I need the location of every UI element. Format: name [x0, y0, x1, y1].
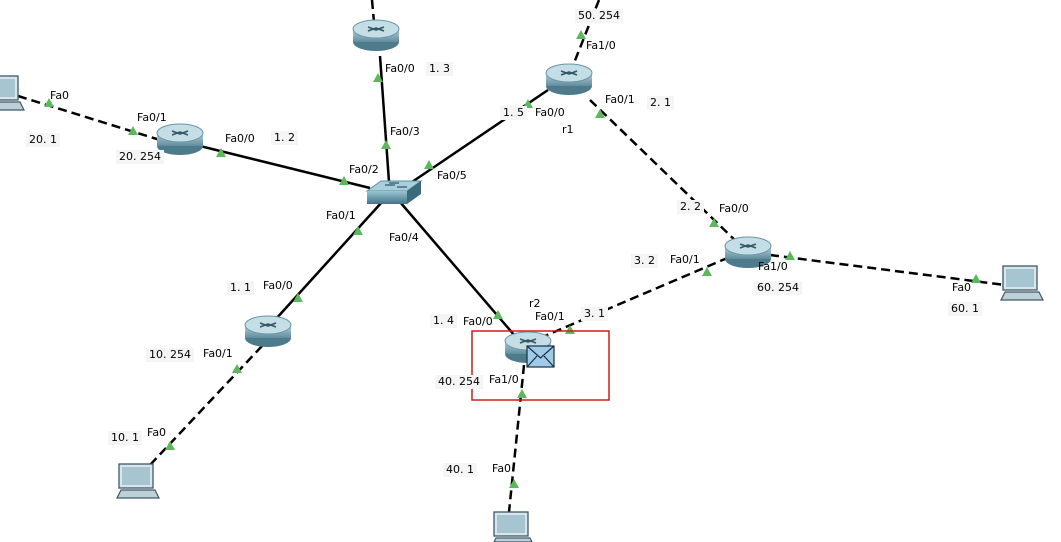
ip-label-right-router-fa10: 60. 254	[754, 281, 802, 295]
ip-label-pc-left: 20. 1	[26, 133, 60, 147]
link-up-indicator	[493, 310, 503, 319]
link-up-indicator	[424, 160, 434, 169]
ip-label-r1-fa10: 50. 254	[575, 9, 623, 23]
link-r2-pc-bottom[interactable]	[507, 364, 526, 513]
ip-label-bl-router-fa00: 1. 1	[227, 281, 254, 295]
link-up-indicator	[165, 441, 175, 450]
link-up-indicator	[523, 99, 533, 108]
ip-label-r1-fa00: 1. 5	[500, 106, 527, 120]
port-label-r1-fa00: Fa0/0	[535, 106, 565, 119]
link-up-indicator	[709, 218, 719, 227]
link-pc-left-router[interactable]	[17, 94, 161, 142]
ip-label-r2-fa01: 3. 1	[581, 307, 608, 321]
router-right[interactable]	[724, 236, 772, 268]
port-label-r1-fa10: Fa1/0	[586, 39, 616, 52]
port-label-right-router-fa00: Fa0/0	[719, 202, 749, 215]
link-r1-up[interactable]	[570, 0, 601, 69]
port-label-right-router-fa10: Fa1/0	[758, 260, 788, 273]
link-up-indicator	[576, 30, 586, 39]
pc-bottom-left[interactable]	[116, 463, 160, 499]
port-label-pc-bottom-fa0: Fa0	[492, 462, 512, 475]
link-up-indicator	[509, 479, 519, 488]
link-up-indicator	[293, 293, 303, 302]
link-up-indicator	[702, 267, 712, 276]
link-up-indicator	[353, 226, 363, 235]
router-top[interactable]	[352, 19, 400, 51]
pc-right[interactable]	[1000, 265, 1044, 301]
envelope-icon[interactable]	[526, 345, 555, 368]
port-label-bl-router-fa00: Fa0/0	[263, 279, 293, 292]
port-label-switch-fa05: Fa0/5	[437, 169, 467, 182]
pc-left[interactable]	[0, 75, 25, 111]
link-switch-bl-router[interactable]	[274, 201, 383, 321]
port-label-switch-fa02: Fa0/2	[349, 163, 379, 176]
port-label-pc-left-fa0: Fa0	[50, 89, 70, 102]
port-label-pc-right-fa0: Fa0	[952, 281, 972, 294]
link-up-indicator	[785, 251, 795, 260]
port-label-r2-fa00: Fa0/0	[463, 315, 493, 328]
router-left[interactable]	[156, 123, 204, 155]
pc-bottom[interactable]	[493, 511, 533, 542]
link-indicators	[44, 30, 981, 488]
link-up-indicator	[381, 140, 391, 149]
router-r2-name: r2	[529, 297, 541, 310]
port-label-switch-fa01: Fa0/1	[326, 209, 356, 222]
port-label-r2-fa10: Fa1/0	[489, 373, 519, 386]
port-label-r2-fa01: Fa0/1	[535, 310, 565, 323]
ip-label-right-router-fa01: 3. 2	[631, 254, 658, 268]
link-up-indicator	[128, 126, 138, 135]
link-switch-r2[interactable]	[399, 201, 516, 337]
port-label-top-router-fa00: Fa0/0	[385, 62, 415, 75]
port-label-switch-fa03: Fa0/3	[390, 125, 420, 138]
ip-label-pc-bottom: 40. 1	[443, 463, 477, 477]
ip-label-pc-bl: 10. 1	[108, 431, 142, 445]
link-right-router-pc[interactable]	[769, 253, 1006, 287]
router-bottom-left[interactable]	[244, 315, 292, 347]
ip-label-right-router-fa00: 2. 2	[677, 200, 704, 214]
ip-label-left-router-fa01: 20. 254	[116, 150, 164, 164]
link-up-indicator	[339, 176, 349, 185]
port-label-left-router-fa01: Fa0/1	[137, 111, 167, 124]
ip-label-r2-fa10: 40. 254	[435, 375, 483, 389]
port-label-switch-fa04: Fa0/4	[389, 231, 419, 244]
port-label-bl-router-fa01: Fa0/1	[203, 347, 233, 360]
port-label-left-router-fa00: Fa0/0	[225, 132, 255, 145]
link-r2-right-router[interactable]	[539, 254, 733, 340]
link-top-router-up[interactable]	[370, 0, 376, 23]
link-up-indicator	[595, 109, 605, 118]
selection-box	[471, 330, 610, 401]
ip-label-bl-router-fa01: 10. 254	[146, 348, 194, 362]
router-r1[interactable]	[545, 63, 593, 95]
ip-label-pc-right: 60. 1	[948, 302, 982, 316]
switch-center[interactable]	[365, 180, 423, 204]
router-r1-name: r1	[562, 123, 574, 136]
link-top-router-switch[interactable]	[378, 55, 391, 183]
port-label-r1-fa01: Fa0/1	[605, 93, 635, 106]
link-up-indicator	[373, 73, 383, 82]
link-up-indicator	[44, 98, 54, 107]
link-up-indicator	[232, 364, 242, 373]
ip-label-top-router-fa00: 1. 3	[426, 62, 453, 76]
ip-label-r2-fa00: 1. 4	[430, 314, 457, 328]
link-up-indicator	[216, 148, 226, 157]
link-r1-right-router[interactable]	[589, 99, 741, 246]
ip-label-r1-fa01: 2. 1	[647, 96, 674, 110]
port-label-right-router-fa01: Fa0/1	[670, 253, 700, 266]
ip-label-left-router-fa00: 1. 2	[271, 131, 298, 145]
link-up-indicator	[517, 389, 527, 398]
link-up-indicator	[971, 274, 981, 283]
port-label-pc-bl-fa0: Fa0	[147, 426, 167, 439]
